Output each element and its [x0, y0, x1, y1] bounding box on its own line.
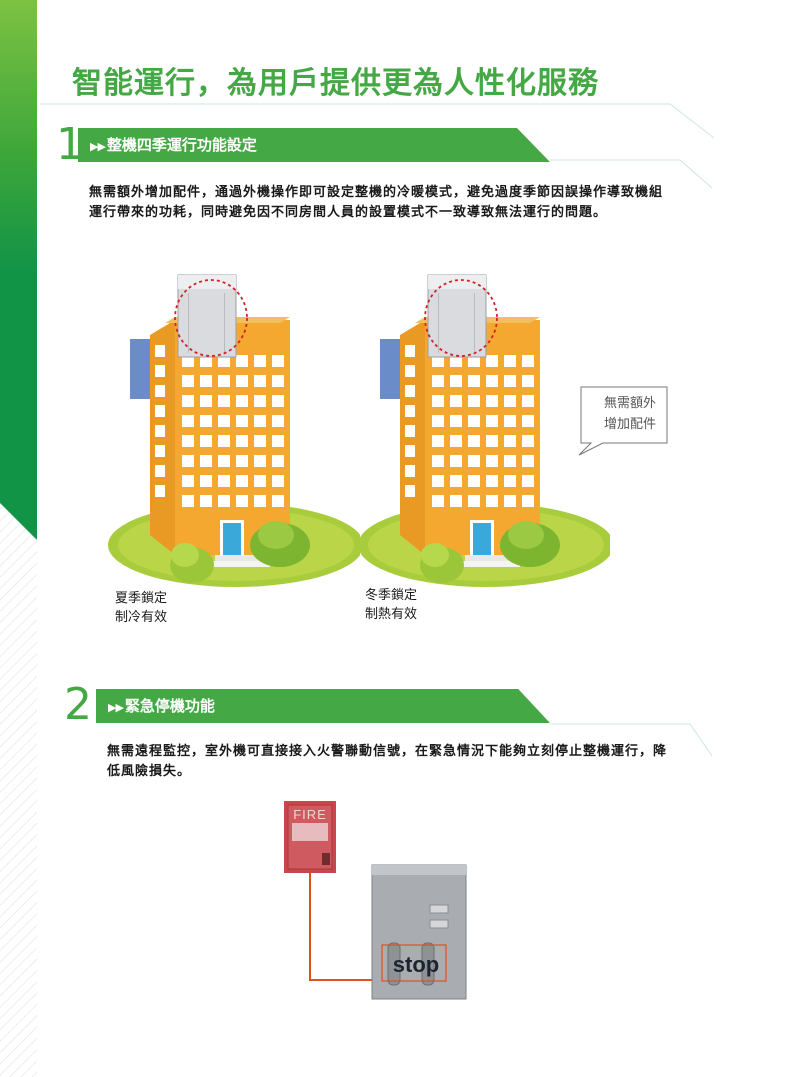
fire-stop-illustration: FIRE stop — [284, 801, 467, 1000]
outdoor-unit — [371, 864, 467, 1000]
callout-text: 無需額外 增加配件 — [590, 393, 670, 435]
building-winter — [358, 274, 610, 587]
caption-winter: 冬季鎖定 制熱有效 — [365, 586, 417, 624]
section-1-body: 無需額外增加配件，通過外機操作即可設定整機的冷暖模式，避免過度季節因誤操作導致機… — [89, 185, 664, 220]
callout-line1: 無需額外 — [603, 396, 656, 411]
stop-label: stop — [393, 952, 439, 977]
section-2-number: 2 — [64, 679, 92, 730]
caption-winter-line1: 冬季鎖定 — [365, 588, 418, 603]
section-1-heading-bar: ▶▶整機四季運行功能設定 — [78, 128, 550, 162]
building-summer — [108, 274, 360, 587]
double-arrow-icon: ▶▶ — [108, 701, 124, 714]
section-2-header-bar: ▶▶緊急停機功能 — [96, 689, 550, 723]
callout-line2: 增加配件 — [603, 417, 656, 432]
caption-summer: 夏季鎖定 制冷有效 — [115, 589, 167, 627]
fire-alarm-box — [284, 801, 336, 873]
section-1-heading: 整機四季運行功能設定 — [106, 136, 257, 154]
caption-summer-line2: 制冷有效 — [115, 610, 168, 625]
double-arrow-icon: ▶▶ — [90, 140, 106, 153]
page-title: 智能運行，為用戶提供更為人性化服務 — [72, 66, 599, 101]
fire-label: FIRE — [293, 807, 327, 822]
side-decoration-band — [0, 0, 37, 1077]
caption-summer-line1: 夏季鎖定 — [115, 591, 168, 606]
buildings-illustration-winter — [358, 274, 610, 587]
section-1-header-bar: ▶▶整機四季運行功能設定 — [78, 128, 550, 162]
section-2-heading-bar: ▶▶緊急停機功能 — [96, 689, 550, 723]
buildings-illustration — [108, 274, 360, 587]
caption-winter-line2: 制熱有效 — [365, 607, 418, 622]
callout-bubble — [578, 386, 668, 456]
section-2-body: 無需遠程監控，室外機可直接接入火警聯動信號，在緊急情況下能夠立刻停止整機運行，降… — [107, 744, 668, 779]
section-2-heading: 緊急停機功能 — [124, 697, 215, 715]
